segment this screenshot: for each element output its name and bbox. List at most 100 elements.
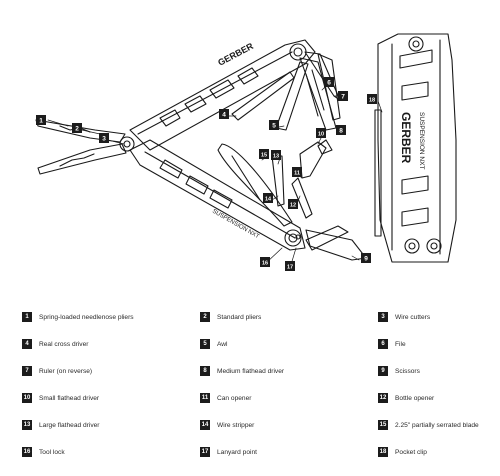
legend-label: 2.25" partially serrated blade bbox=[395, 421, 479, 429]
callout-number: 18 bbox=[369, 97, 375, 103]
legend-label: Bottle opener bbox=[395, 394, 435, 402]
legend-number-badge: 4 bbox=[22, 339, 32, 349]
legend-number-badge: 14 bbox=[200, 420, 210, 430]
callout-number: 6 bbox=[327, 79, 331, 86]
upper-handle: GERBER bbox=[129, 39, 316, 151]
legend-number-badge: 3 bbox=[378, 312, 388, 322]
legend-item-10: 10 Small flathead driver bbox=[22, 393, 99, 403]
callout-8: 8 bbox=[336, 125, 346, 135]
legend-item-17: 17 Lanyard point bbox=[200, 447, 257, 457]
file-tool bbox=[299, 57, 337, 131]
legend-item-3: 3 Wire cutters bbox=[378, 312, 430, 322]
legend-number-badge: 7 bbox=[22, 366, 32, 376]
brand-text-closed: GERBER bbox=[399, 112, 413, 164]
callout-number: 16 bbox=[262, 260, 268, 266]
callout-number: 10 bbox=[318, 131, 324, 137]
can-opener-tool bbox=[291, 177, 313, 219]
callout-3: 3 bbox=[99, 133, 109, 143]
callout-number: 2 bbox=[75, 125, 79, 132]
legend-label: Pocket clip bbox=[395, 448, 427, 456]
callout-1: 1 bbox=[36, 115, 46, 125]
callout-number: 3 bbox=[102, 135, 106, 142]
legend-item-16: 16 Tool lock bbox=[22, 447, 65, 457]
legend-label: File bbox=[395, 340, 406, 348]
multitool-diagram: GERBER SUSPENSION NXT bbox=[35, 33, 457, 271]
legend-item-5: 5 Awl bbox=[200, 339, 228, 349]
plier-jaws bbox=[35, 119, 135, 175]
legend-number-badge: 17 bbox=[200, 447, 210, 457]
legend-number-badge: 2 bbox=[200, 312, 210, 322]
callout-7: 7 bbox=[338, 91, 348, 101]
callout-number: 14 bbox=[265, 196, 272, 202]
callout-number: 5 bbox=[272, 122, 276, 129]
pocket-clip bbox=[374, 109, 382, 237]
legend-item-8: 8 Medium flathead driver bbox=[200, 366, 284, 376]
legend-item-7: 7 Ruler (on reverse) bbox=[22, 366, 92, 376]
legend-label: Medium flathead driver bbox=[217, 367, 285, 375]
scissors-tool bbox=[305, 229, 367, 261]
legend-item-13: 13 Large flathead driver bbox=[22, 420, 99, 430]
callout-number: 9 bbox=[364, 255, 368, 262]
legend-label: Lanyard point bbox=[217, 448, 257, 456]
callout-number: 13 bbox=[273, 153, 279, 159]
legend-number-badge: 10 bbox=[22, 393, 32, 403]
legend-number-badge: 9 bbox=[378, 366, 388, 376]
callout-16: 16 bbox=[260, 257, 270, 267]
callout-17: 17 bbox=[285, 261, 295, 271]
legend-label: Standard pliers bbox=[217, 313, 262, 321]
callout-5: 5 bbox=[269, 120, 279, 130]
legend-number-badge: 11 bbox=[200, 393, 210, 403]
serrated-blade bbox=[217, 143, 293, 227]
callout-4: 4 bbox=[219, 109, 229, 119]
callout-number: 12 bbox=[290, 202, 296, 208]
legend-label: Ruler (on reverse) bbox=[39, 367, 93, 375]
callout-number: 7 bbox=[341, 93, 345, 100]
legend-item-9: 9 Scissors bbox=[378, 366, 420, 376]
legend-number-badge: 15 bbox=[378, 420, 388, 430]
legend-item-11: 11 Can opener bbox=[200, 393, 251, 403]
legend-number-badge: 5 bbox=[200, 339, 210, 349]
legend-item-1: 1 Spring-loaded needlenose pliers bbox=[22, 312, 134, 322]
medium-flat-driver-tool bbox=[317, 53, 341, 121]
legend-label: Real cross driver bbox=[39, 340, 89, 348]
bottle-opener-tool bbox=[299, 141, 327, 179]
callout-number: 17 bbox=[287, 264, 293, 270]
legend-item-15: 15 2.25" partially serrated blade bbox=[378, 420, 479, 430]
callout-9: 9 bbox=[361, 253, 371, 263]
callout-number: 15 bbox=[261, 152, 267, 158]
parts-legend: 1 Spring-loaded needlenose pliers 2 Standar… bbox=[22, 312, 492, 462]
legend-number-badge: 12 bbox=[378, 393, 388, 403]
legend-label: Scissors bbox=[395, 367, 420, 375]
awl-tool bbox=[275, 61, 309, 131]
callout-15: 15 bbox=[259, 149, 269, 159]
upper-tools bbox=[231, 51, 341, 131]
legend-item-2: 2 Standard pliers bbox=[200, 312, 261, 322]
callout-18: 18 bbox=[367, 94, 377, 104]
legend-label: Tool lock bbox=[39, 448, 65, 456]
callout-number: 11 bbox=[294, 170, 300, 176]
legend-label: Wire cutters bbox=[395, 313, 431, 321]
legend-label: Wire stripper bbox=[217, 421, 255, 429]
legend-item-4: 4 Real cross driver bbox=[22, 339, 88, 349]
callout-number: 4 bbox=[222, 111, 226, 118]
callout-11: 11 bbox=[292, 167, 302, 177]
callout-number: 1 bbox=[39, 117, 43, 124]
legend-item-14: 14 Wire stripper bbox=[200, 420, 254, 430]
model-text-closed: SUSPENSION NXT bbox=[418, 112, 425, 169]
legend-label: Can opener bbox=[217, 394, 252, 402]
legend-label: Small flathead driver bbox=[39, 394, 100, 402]
legend-number-badge: 16 bbox=[22, 447, 32, 457]
legend-number-badge: 8 bbox=[200, 366, 210, 376]
legend-number-badge: 13 bbox=[22, 420, 32, 430]
closed-multitool: GERBER SUSPENSION NXT bbox=[374, 33, 457, 263]
callout-6: 6 bbox=[324, 77, 334, 87]
legend-label: Awl bbox=[217, 340, 228, 348]
legend-item-12: 12 Bottle opener bbox=[378, 393, 434, 403]
callout-2: 2 bbox=[72, 123, 82, 133]
legend-label: Large flathead driver bbox=[39, 421, 100, 429]
legend-label: Spring-loaded needlenose pliers bbox=[39, 313, 134, 321]
legend-number-badge: 1 bbox=[22, 312, 32, 322]
callout-13: 13 bbox=[271, 150, 281, 160]
